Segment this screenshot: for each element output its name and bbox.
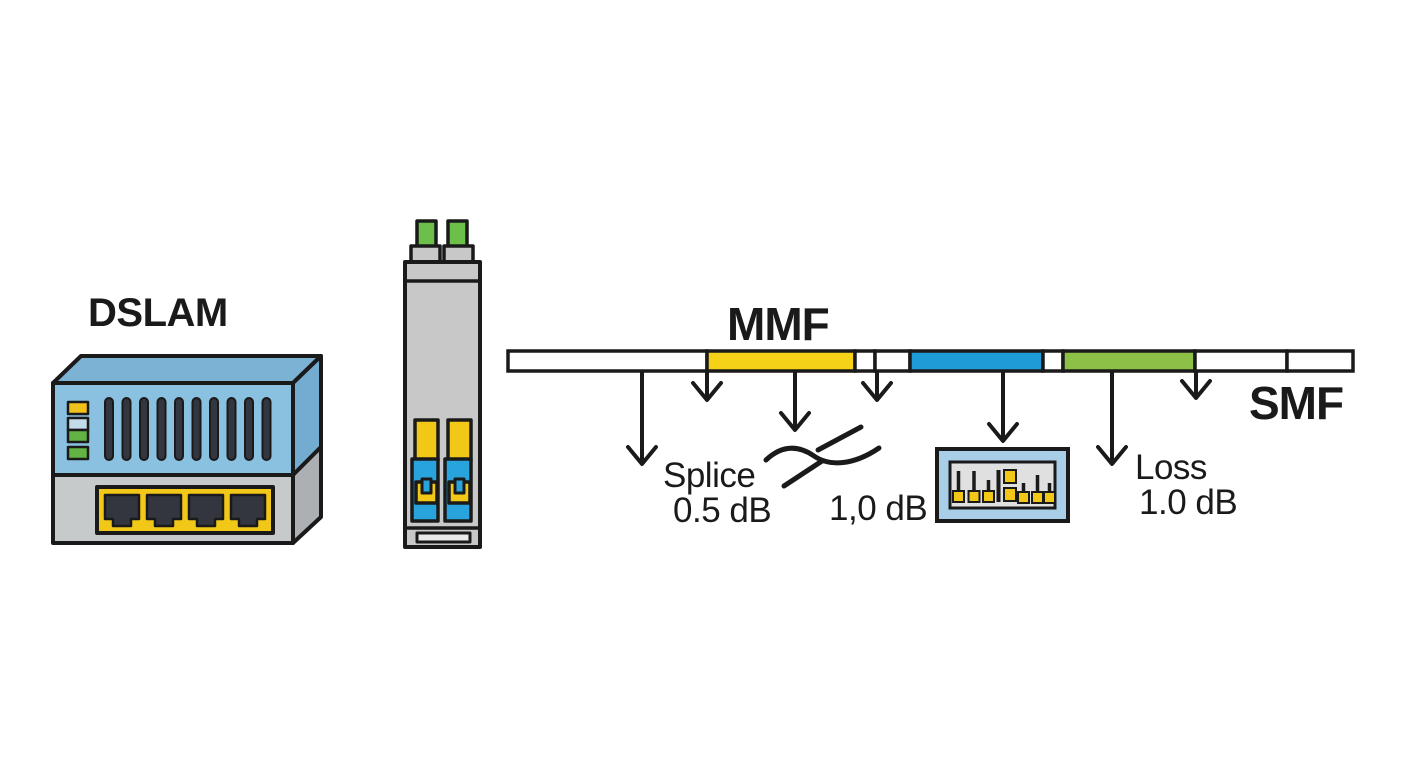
smf-label: SMF <box>1249 377 1344 429</box>
bend-value-label: 1,0 dB <box>829 489 928 528</box>
down-arrow <box>1096 371 1128 466</box>
patch-panel-icon <box>935 447 1070 523</box>
loss-name-label: Loss <box>1135 448 1207 487</box>
dslam-label: DSLAM <box>88 291 228 335</box>
fiber-segment-white <box>506 349 709 373</box>
rj45-port <box>103 493 141 528</box>
loss-value-label: 1.0 dB <box>1139 483 1238 522</box>
fiber-segment-white <box>1041 349 1065 373</box>
sfp-module-icon <box>403 219 482 549</box>
fiber-segment-blue <box>908 349 1045 373</box>
sfp-connector-left <box>410 418 440 523</box>
mmf-label: MMF <box>727 298 830 350</box>
dslam-vent-slots <box>104 397 272 461</box>
loss-arrows <box>626 371 1212 466</box>
sfp-base-slot <box>415 531 472 544</box>
fiber-segment-green <box>1061 349 1197 373</box>
fiber-segment-yellow <box>705 349 857 373</box>
down-arrow <box>691 371 723 402</box>
fiber-span-bar <box>506 349 1355 373</box>
dslam-device-icon <box>51 354 323 545</box>
rj45-port <box>187 493 225 528</box>
fiber-segment-white <box>1193 349 1289 373</box>
sfp-tab-green <box>446 219 469 250</box>
led-yellow <box>66 400 90 416</box>
splice-value-label: 0.5 dB <box>673 491 772 530</box>
bend-attenuation-icon <box>763 424 882 489</box>
down-arrow <box>1180 371 1212 400</box>
fiber-segment-white <box>853 349 877 373</box>
down-arrow <box>779 371 811 432</box>
splice-name-label: Splice <box>663 456 756 495</box>
led-pale <box>66 416 90 432</box>
rj45-port <box>229 493 267 528</box>
dslam-led-column <box>66 400 90 461</box>
fiber-segment-white <box>873 349 912 373</box>
down-arrow <box>626 371 658 466</box>
fiber-segment-white <box>1285 349 1355 373</box>
dslam-rj45-ports <box>103 493 267 528</box>
patch-panel-connectors <box>952 469 1056 504</box>
down-arrow <box>987 371 1019 443</box>
led-green <box>66 428 90 444</box>
down-arrow <box>861 371 893 402</box>
led-green <box>66 445 90 461</box>
rj45-port <box>145 493 183 528</box>
sfp-tab-green <box>415 219 438 250</box>
sfp-connector-right <box>443 418 473 523</box>
dslam-top-face <box>51 354 323 385</box>
